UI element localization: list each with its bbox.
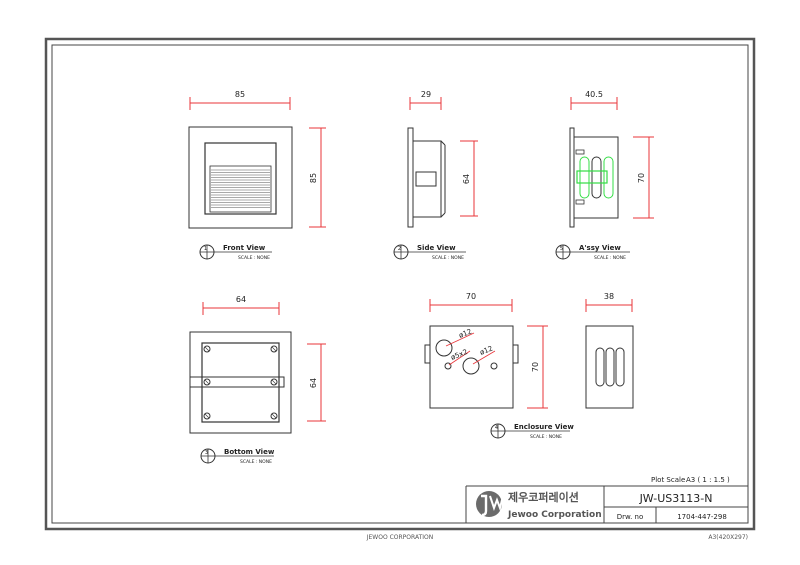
side-view	[407, 127, 446, 228]
screw-icon	[203, 378, 211, 386]
front-height-label: 85	[309, 173, 318, 183]
front-width-label: 85	[235, 90, 245, 99]
view-scale: SCALE : NONE	[594, 255, 626, 261]
side-height-dimension	[460, 140, 478, 217]
assy-width-dimension	[570, 97, 618, 110]
view-title: Bottom View	[224, 448, 275, 456]
title-block	[465, 485, 748, 523]
callout-bottom-view: 3 Bottom View SCALE : NONE	[200, 448, 275, 465]
screw-icon	[203, 412, 211, 420]
inner-border	[51, 44, 749, 524]
assy-height-label: 70	[637, 173, 646, 183]
enclosure-width-label: 70	[466, 292, 476, 301]
outer-border	[44, 37, 756, 531]
callout-number: 2	[398, 246, 401, 252]
company-english-name: Jewoo Corporation	[507, 510, 602, 520]
assy-height-dimension	[633, 136, 654, 219]
assy-view	[569, 127, 619, 228]
footer-company: JEWOO CORPORATION	[366, 534, 433, 541]
bottom-width-label: 64	[236, 295, 246, 304]
hole-large-a-label: ø12	[458, 327, 473, 339]
drawing-title: JW-US3113-N	[639, 492, 713, 505]
assy-width-label: 40.5	[585, 90, 603, 99]
callout-number: 4	[495, 425, 498, 431]
enclosure-height-label: 70	[531, 362, 540, 372]
bottom-height-label: 64	[309, 378, 318, 388]
view-scale: SCALE : NONE	[432, 255, 464, 261]
drw-no-label: Drw. no	[617, 513, 644, 521]
callout-assy-view: 5 A'ssy View SCALE : NONE	[555, 244, 630, 261]
plot-scale-label: Plot Scale	[651, 476, 685, 484]
side-width-label: 29	[421, 90, 431, 99]
bottom-width-dimension	[202, 302, 280, 315]
view-title: Front View	[223, 244, 266, 252]
bottom-height-dimension	[307, 343, 326, 422]
enclosure-width-dimension	[429, 299, 513, 312]
view-title: A'ssy View	[579, 244, 621, 252]
screw-icon	[270, 412, 278, 420]
front-width-dimension	[189, 97, 291, 110]
callout-side-view: 2 Side View SCALE : NONE	[393, 244, 466, 261]
enclosure-leaders	[445, 332, 496, 366]
screw-icon	[203, 345, 211, 353]
callout-number: 3	[205, 450, 208, 456]
view-title: Side View	[417, 244, 456, 252]
screw-icon	[270, 345, 278, 353]
view-scale: SCALE : NONE	[240, 459, 272, 465]
side-height-label: 64	[462, 174, 471, 184]
company-korean-name: 제우코퍼레이션	[508, 490, 579, 504]
callout-number: 1	[204, 246, 207, 252]
view-scale: SCALE : NONE	[530, 434, 562, 440]
slot-width-label: 38	[604, 292, 614, 301]
callout-enclosure-view: 4 Enclosure View SCALE : NONE	[490, 423, 574, 440]
bottom-view	[189, 331, 292, 434]
slot-view	[585, 325, 634, 409]
company-logo	[476, 491, 504, 517]
view-scale: SCALE : NONE	[238, 255, 270, 261]
enclosure-view	[424, 325, 519, 409]
callout-number: 5	[560, 246, 563, 252]
hole-large-b-label: ø12	[479, 344, 494, 356]
front-height-dimension	[309, 127, 326, 228]
screw-icon	[270, 378, 278, 386]
callout-front-view: 1 Front View SCALE : NONE	[199, 244, 272, 261]
side-width-dimension	[409, 97, 442, 110]
slot-width-dimension	[585, 299, 633, 312]
view-title: Enclosure View	[514, 423, 574, 431]
plot-scale-value: A3 ( 1 : 1.5 )	[686, 476, 730, 484]
front-view	[188, 126, 293, 229]
footer-paper-size: A3(420X297)	[708, 534, 748, 541]
enclosure-height-dimension	[527, 325, 548, 409]
drw-no-value: 1704-447-298	[677, 513, 727, 521]
